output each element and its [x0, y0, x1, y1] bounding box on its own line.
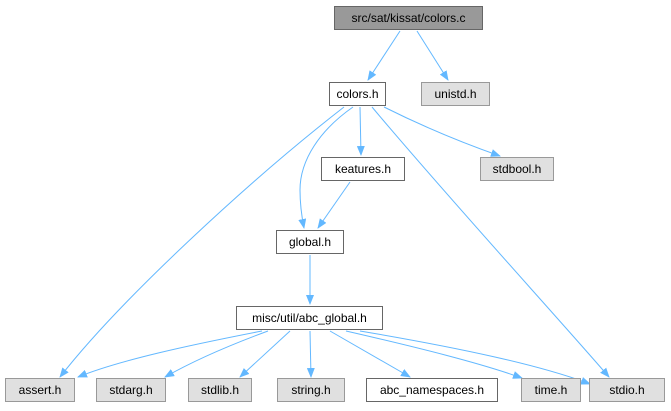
node-stdio-h[interactable]: stdio.h — [589, 378, 665, 402]
node-stdlib-h[interactable]: stdlib.h — [188, 378, 252, 402]
node-colors-c[interactable]: src/sat/kissat/colors.c — [334, 6, 483, 30]
edge-colors-h-to-stdio-h — [371, 106, 610, 378]
node-unistd-h[interactable]: unistd.h — [421, 82, 490, 106]
edge-colors-h-to-keatures-h — [356, 106, 365, 156]
edge-abc-global-h-to-assert-h — [77, 330, 263, 378]
node-time-h[interactable]: time.h — [521, 378, 581, 402]
node-assert-h[interactable]: assert.h — [5, 378, 75, 402]
node-abc-namespaces-h[interactable]: abc_namespaces.h — [366, 378, 498, 402]
edge-abc-global-h-to-string-h — [306, 330, 315, 378]
edge-abc-global-h-to-abc-namespaces-h — [329, 330, 411, 378]
edge-keatures-h-to-global-h — [317, 181, 351, 229]
edge-colors-c-to-colors-h — [367, 30, 401, 81]
node-global-h[interactable]: global.h — [276, 230, 344, 254]
node-abc-global-h[interactable]: misc/util/abc_global.h — [236, 306, 383, 330]
edge-colors-c-to-unistd-h — [416, 30, 449, 81]
node-stdbool-h[interactable]: stdbool.h — [480, 157, 554, 181]
edge-abc-global-h-to-stdarg-h — [164, 330, 269, 378]
node-stdarg-h[interactable]: stdarg.h — [96, 378, 166, 402]
node-string-h[interactable]: string.h — [277, 378, 345, 402]
edge-colors-h-to-stdbool-h — [383, 106, 501, 157]
node-colors-h[interactable]: colors.h — [329, 82, 386, 106]
edge-colors-h-to-global-h — [298, 106, 354, 229]
edge-abc-global-h-to-stdlib-h — [239, 330, 291, 378]
node-keatures-h[interactable]: keatures.h — [321, 157, 405, 181]
edge-colors-h-to-assert-h — [59, 106, 345, 378]
edge-abc-global-h-to-stdio-h — [359, 330, 591, 385]
edge-abc-global-h-to-time-h — [345, 330, 523, 379]
